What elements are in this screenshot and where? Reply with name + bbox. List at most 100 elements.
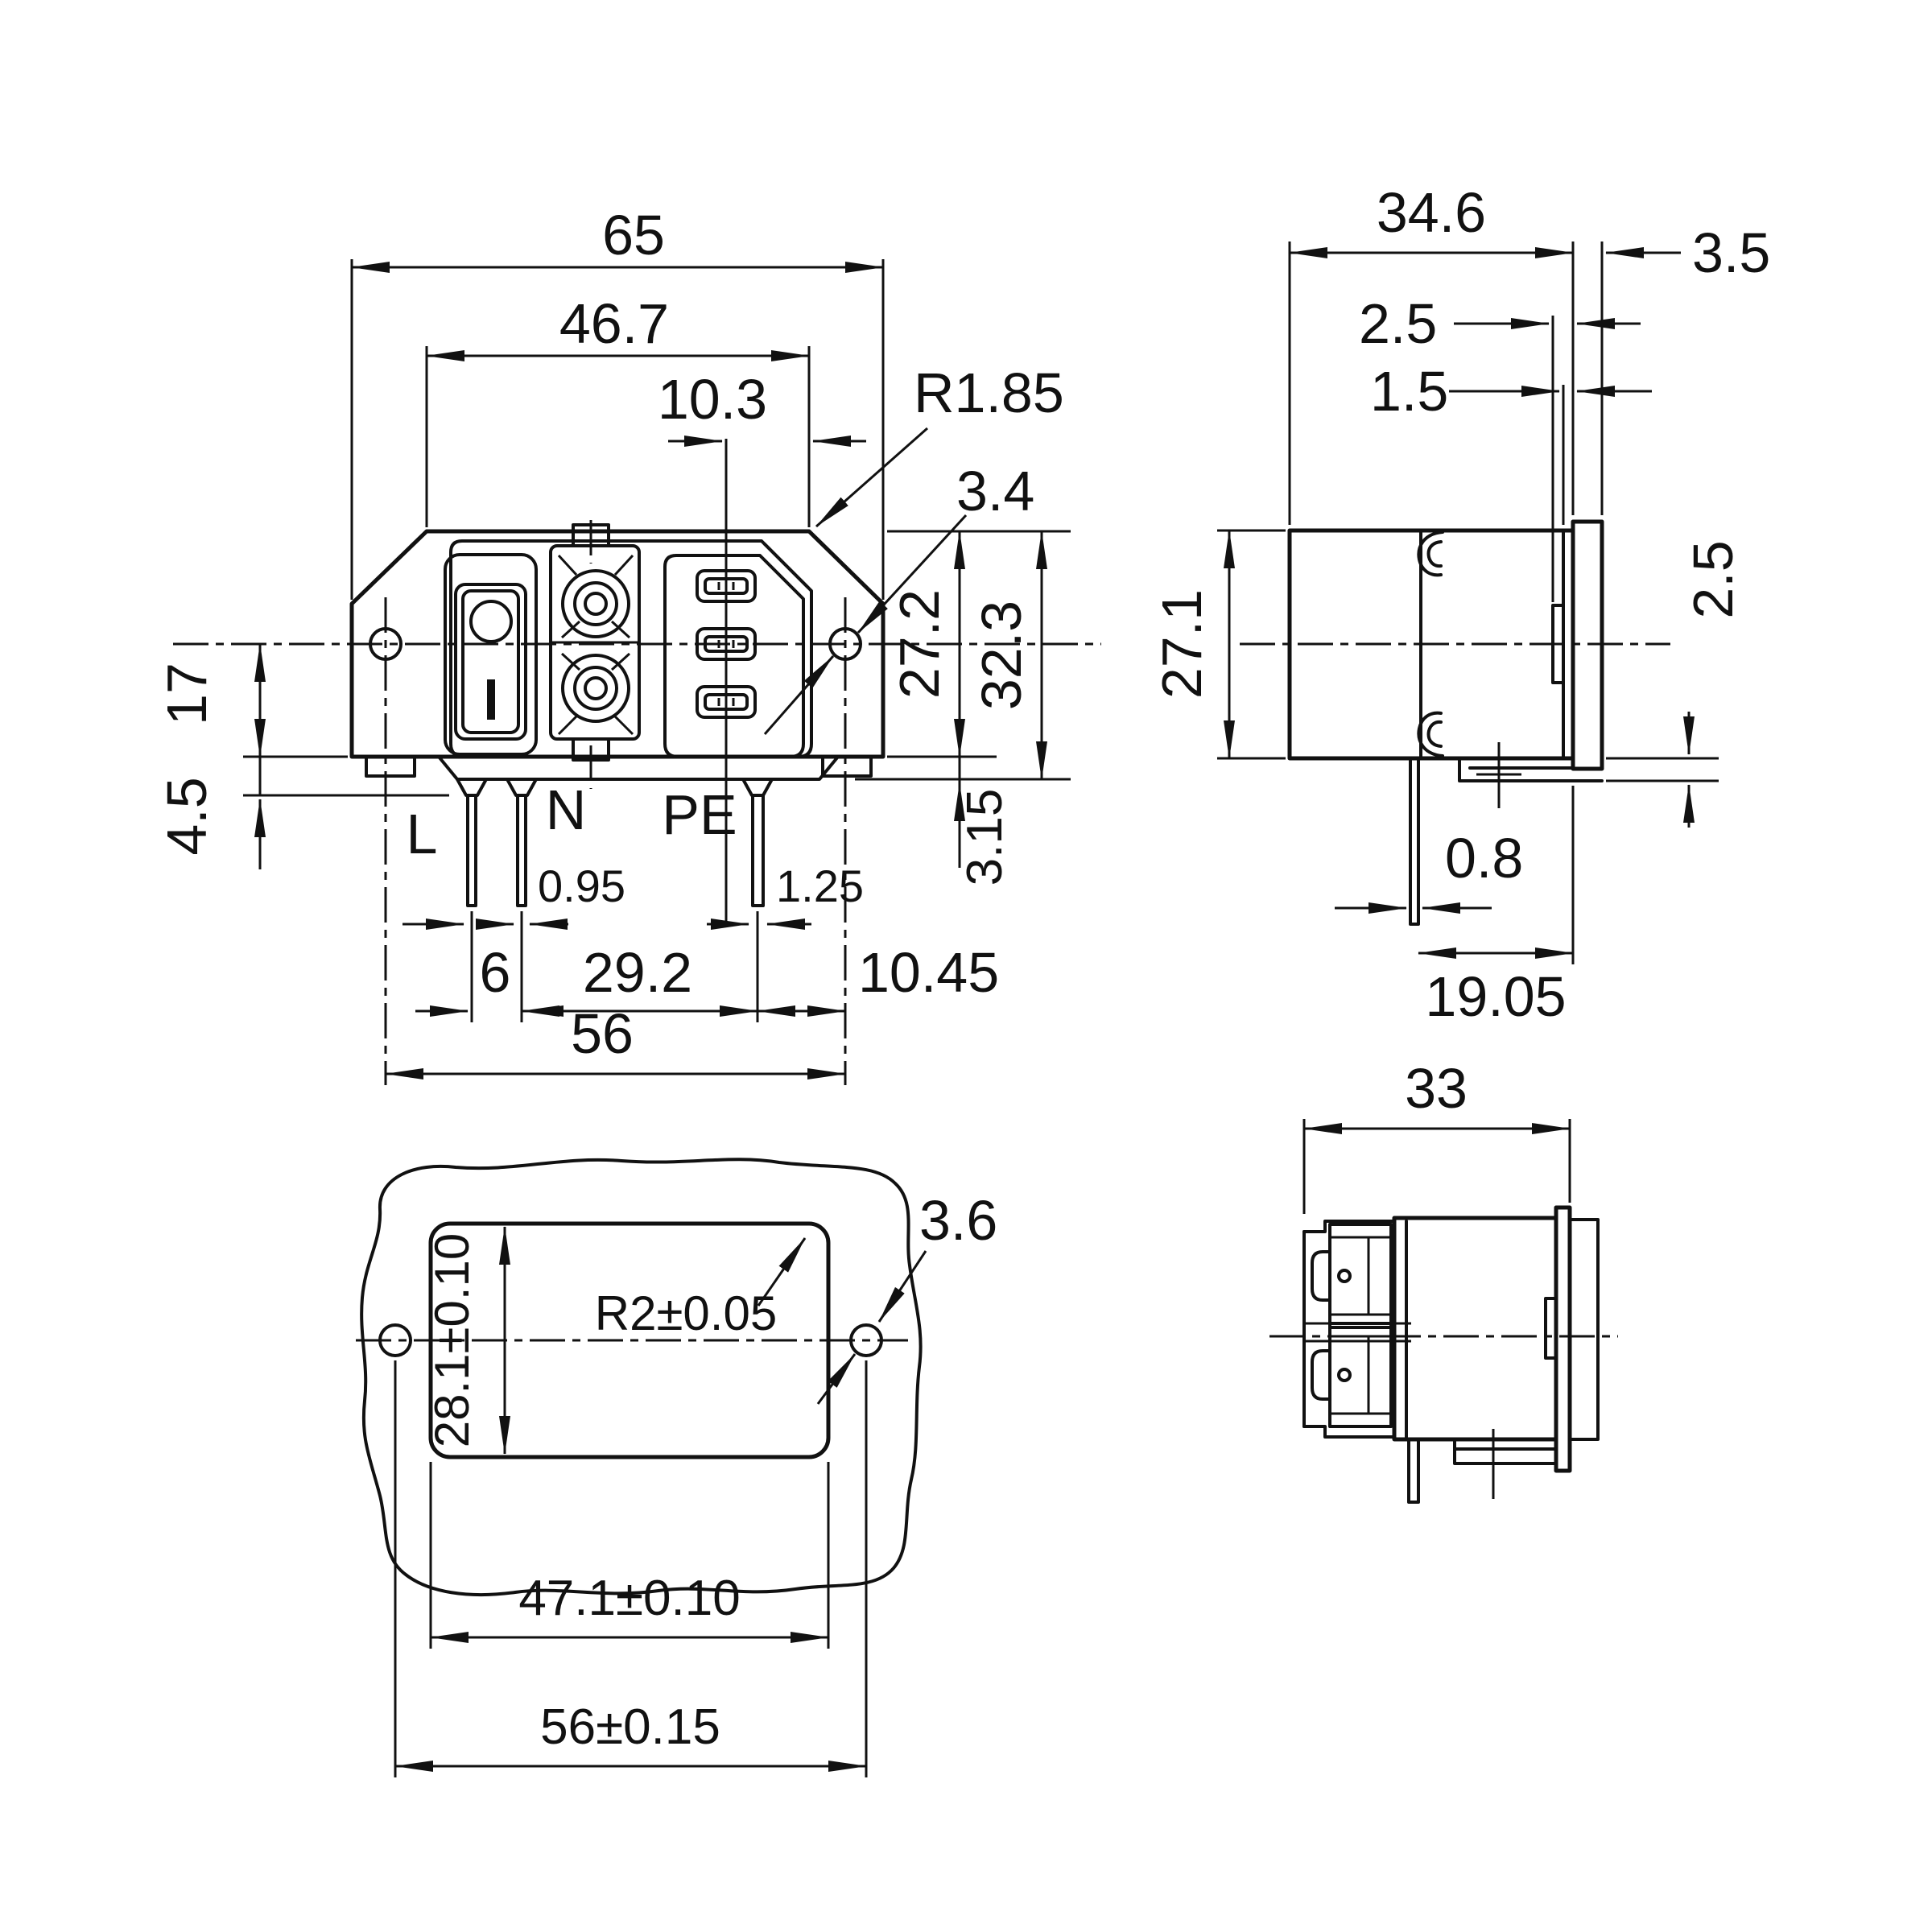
pin-label-l: L [407, 803, 438, 865]
inlet-tab-bottom-ticks [717, 698, 735, 706]
terminal-top-hole [1337, 1269, 1352, 1283]
rear-centermark [1467, 1429, 1521, 1499]
pin-n-shaft [516, 794, 527, 907]
dim-corner-radius: R1.85 [914, 361, 1064, 424]
terminal-bottom-shroud [1328, 1322, 1393, 1428]
switch-off-symbol [469, 600, 513, 643]
terminal-bottom-hole [1337, 1368, 1352, 1382]
dim-pin-to-flange: 19.05 [1425, 965, 1566, 1028]
fuse-cap-top [561, 569, 630, 638]
front-pins [456, 778, 774, 907]
dim-rib-gap: 2.5 [1359, 292, 1437, 355]
side-dimensions: 34.6 3.5 2.5 1.5 27.1 2.5 0.8 19.05 [1150, 181, 1770, 1028]
side-hook-bottom-outer [1417, 711, 1444, 758]
rear-outline [1302, 1205, 1600, 1504]
dim-cutout-hole-diameter: 3.6 [919, 1189, 997, 1252]
dim-cutout-hole-spacing: 56±0.15 [540, 1699, 720, 1755]
dim-pin-pitch: 6 [480, 941, 511, 1004]
switch-bezel [444, 553, 538, 756]
front-rocker-switch [444, 553, 538, 756]
cutout-ext-lines [394, 1360, 868, 1777]
rear-pin [1407, 1438, 1420, 1504]
dim-rear-width: 33 [1405, 1057, 1468, 1120]
front-fuse-holder [549, 523, 641, 762]
side-bracket [1458, 757, 1604, 782]
switch-rocker [461, 589, 520, 734]
pin-n-shoulder [506, 778, 538, 797]
front-centerlines [173, 439, 1101, 1085]
dim-flange-height: 27.2 [888, 589, 951, 699]
fuse-cap-bottom-slot [584, 676, 608, 700]
dim-pe-to-hole: 10.45 [858, 941, 999, 1004]
dim-body-depth: 34.6 [1377, 181, 1486, 244]
fuse-cap-top-mid [573, 581, 618, 626]
pin-pe-shoulder [741, 778, 774, 797]
pin-l-shaft [466, 794, 477, 907]
dim-inlet-offset: 10.3 [658, 368, 767, 431]
rear-terminal-bottom [1311, 1322, 1393, 1428]
panel-blob-outline [360, 1158, 923, 1597]
leader-cutout-radius [757, 1237, 807, 1307]
side-hook-top-outer [1417, 530, 1444, 577]
dim-snap-gap: 1.5 [1370, 360, 1448, 423]
dim-hole-spacing: 56 [571, 1002, 634, 1065]
dim-pin-thickness: 0.8 [1445, 827, 1523, 890]
pin-pe-shaft [751, 794, 765, 907]
inlet-outline [663, 554, 805, 758]
fuse-cap-top-slot [584, 592, 608, 616]
inlet-tab-top-ticks [717, 582, 735, 590]
front-foot-right [821, 755, 873, 778]
dim-cutout-height: 28.1±0.10 [425, 1233, 479, 1447]
terminal-top-tab [1311, 1250, 1331, 1302]
dim-hole-diameter: 3.4 [956, 460, 1034, 522]
leader-hole-dia-b [763, 655, 835, 735]
dim-overall-width: 65 [602, 204, 665, 266]
dim-pin-width-ln: 0.95 [538, 861, 625, 911]
side-view: 34.6 3.5 2.5 1.5 27.1 2.5 0.8 19.05 [1150, 181, 1770, 1028]
fuse-brace-lines [557, 554, 634, 736]
dim-body-height: 27.1 [1150, 589, 1213, 699]
rear-view: 33 [1269, 1057, 1618, 1504]
rear-latch [1544, 1297, 1558, 1360]
pin-l-shoulder [456, 778, 488, 797]
side-pin [1409, 757, 1420, 926]
dim-center-to-bottom: 17 [155, 663, 218, 725]
dim-cutout-radius: R2±0.05 [595, 1286, 777, 1340]
rear-block-bottom [1302, 1425, 1396, 1441]
rear-dimensions: 33 [1302, 1057, 1571, 1214]
switch-opening [454, 583, 527, 741]
front-recess-chamfer-line [763, 543, 810, 589]
dim-pin-width-pe: 1.25 [776, 861, 864, 911]
rear-terminal-top [1311, 1223, 1393, 1329]
front-foot-left [365, 755, 416, 778]
front-lower-lip [437, 755, 840, 781]
side-hook-bottom-inner [1426, 720, 1443, 748]
dim-flange-thickness: 3.5 [1692, 221, 1770, 284]
dim-top-width: 46.7 [559, 292, 669, 355]
terminal-top-caps [1330, 1236, 1391, 1316]
cutout-view: 28.1±0.10 R2±0.05 3.6 47.1±0.10 56±0.15 [356, 1158, 997, 1777]
side-ext-lines [1217, 242, 1719, 964]
rear-flange [1554, 1205, 1572, 1473]
rear-front-part [1568, 1218, 1600, 1441]
dim-cutout-width: 47.1±0.10 [518, 1571, 740, 1626]
terminal-top-shroud [1328, 1223, 1393, 1329]
rear-body [1392, 1216, 1558, 1442]
side-pin-centermark [1476, 742, 1521, 808]
front-recess-outline [449, 539, 813, 758]
leader-cutout-hole-a [877, 1250, 927, 1323]
dim-shoulder-height: 4.5 [155, 777, 218, 855]
side-hook-top-inner [1426, 540, 1443, 568]
dim-bracket-drop: 2.5 [1682, 540, 1744, 618]
front-dimensions: 65 46.7 10.3 R1.85 3.4 27.2 32.3 3.15 17… [155, 204, 1071, 1080]
front-iec-inlet [663, 554, 805, 758]
pin-label-pe: PE [662, 783, 737, 846]
front-view: 65 46.7 10.3 R1.85 3.4 27.2 32.3 3.15 17… [155, 204, 1101, 1085]
leader-hole-dia-a [857, 514, 968, 634]
terminal-bottom-tab [1311, 1349, 1331, 1401]
fuse-cap-bottom-mid [573, 666, 618, 711]
dim-pin-span: 29.2 [583, 941, 692, 1004]
rear-block-top [1302, 1216, 1396, 1233]
fuse-cap-bottom [561, 654, 630, 723]
